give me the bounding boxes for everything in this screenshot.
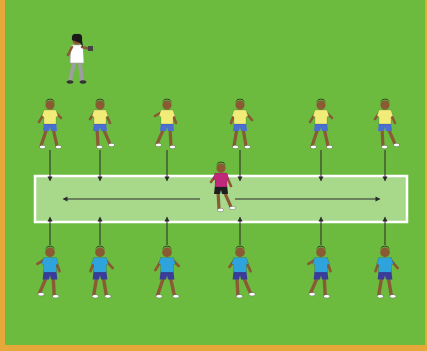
pitch-diagram <box>5 0 425 345</box>
grass-field <box>5 0 425 345</box>
